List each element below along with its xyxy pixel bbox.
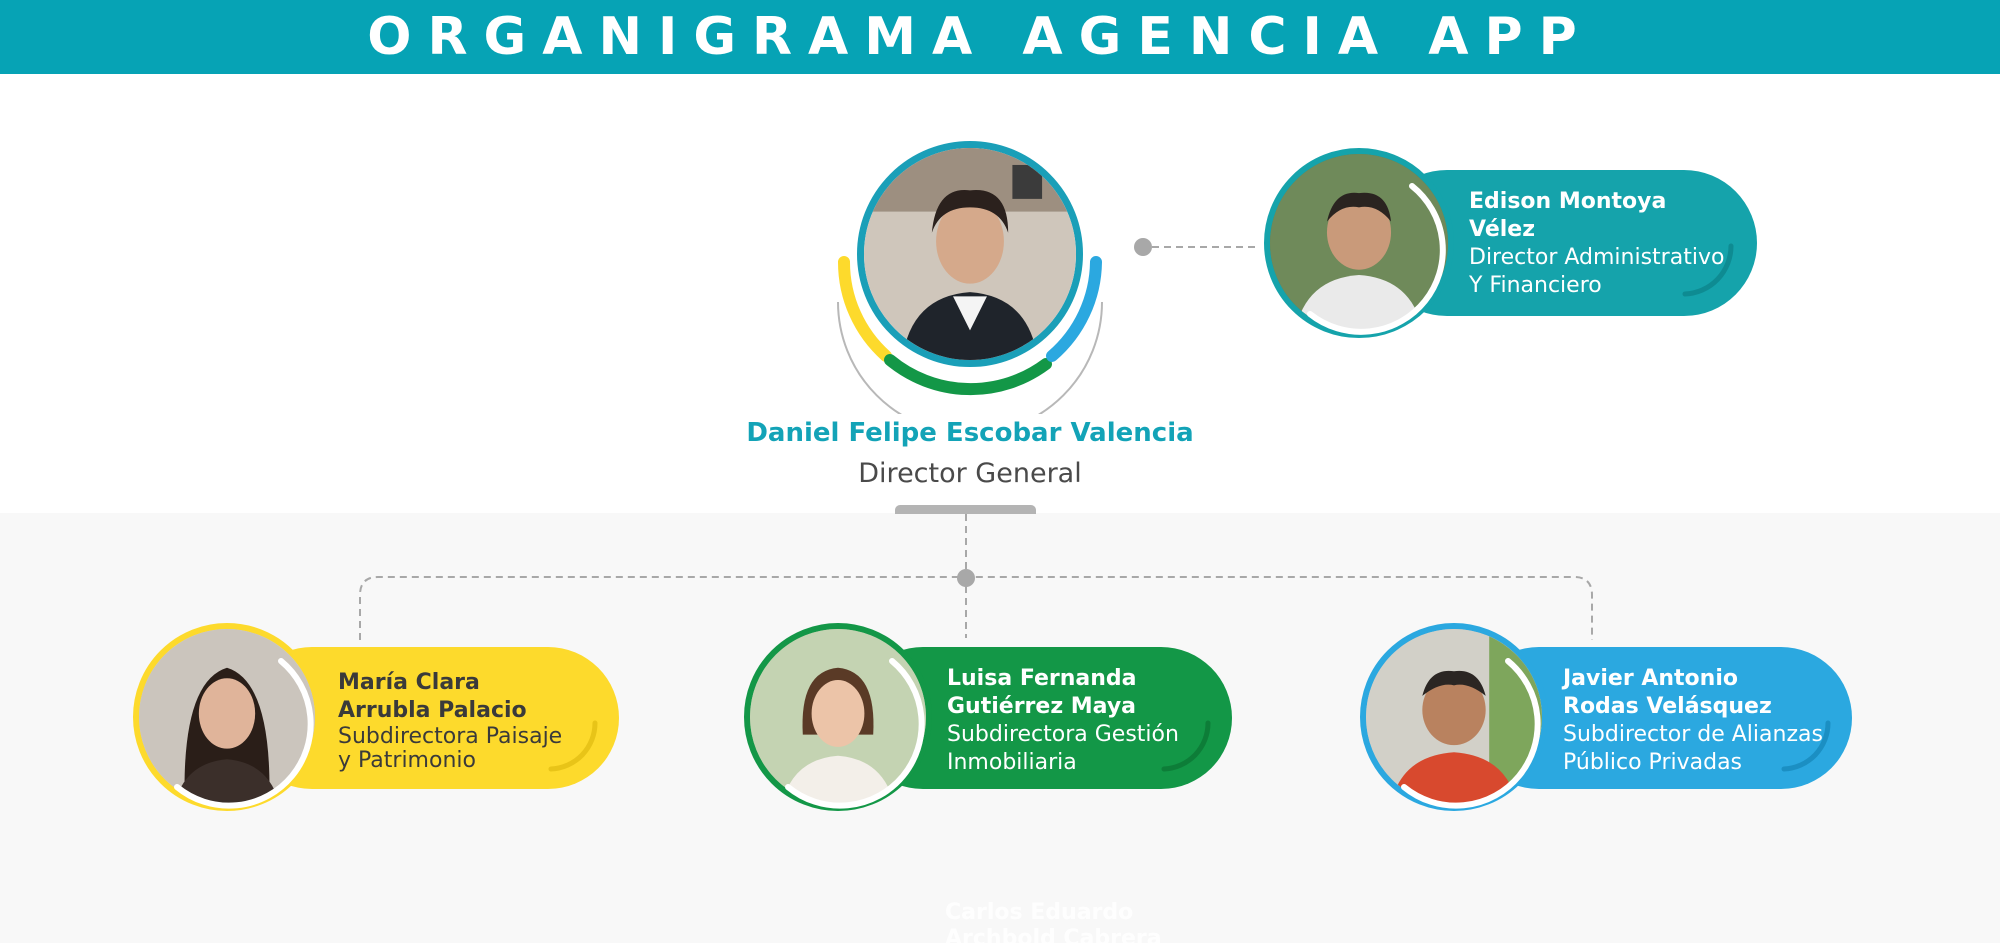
subdirector-name-line2: Rodas Velásquez [1563,694,1772,719]
director-name: Daniel Felipe Escobar Valencia [746,418,1194,448]
subdirector-text: Javier Antonio Rodas Velásquez Subdirect… [1563,665,1823,777]
director-portrait-icon [864,148,1076,360]
director-ring-arcs [837,256,1103,414]
pill-arc-icon [548,720,598,772]
partial-card-text: Carlos Eduardo Archbold Cabrera [945,900,1162,952]
branch-line [359,576,1593,640]
photo-arc-icon [1401,658,1541,809]
subdirector-card-2[interactable]: Luisa Fernanda Gutiérrez Maya Subdirecto… [744,623,1234,837]
subdirector-name-line1: Luisa Fernanda [947,666,1137,691]
staff-card[interactable]: Edison Montoya Vélez Director Administra… [1264,148,1764,360]
director-divider [895,505,1036,514]
director-role: Director General [858,458,1082,489]
pill-arc-icon [1161,720,1211,772]
director-photo [857,141,1083,367]
subdirector-card-1[interactable]: María Clara Arrubla Palacio Subdirectora… [133,623,623,837]
pill-arc-icon [1781,720,1831,772]
subdirector-card-3[interactable]: Javier Antonio Rodas Velásquez Subdirect… [1360,623,1860,837]
staff-text: Edison Montoya Vélez Director Administra… [1469,188,1724,300]
subdirector-role-line1: Subdirectora Gestión [947,722,1179,747]
subdirector-name-line1: Javier Antonio [1563,666,1738,691]
subdirector-text: Luisa Fernanda Gutiérrez Maya Subdirecto… [947,665,1179,777]
header-banner: ORGANIGRAMA AGENCIA APP [0,0,2000,74]
staff-connector-dot [1134,238,1152,256]
staff-portrait-icon [1270,154,1448,332]
subdirector-role-line1: Subdirectora Paisaje [338,724,563,749]
photo-arc-icon [174,658,314,809]
staff-name-line2: Vélez [1469,217,1536,242]
subdirector-name-line2: Gutiérrez Maya [947,694,1137,719]
subdirector-role-line1: Subdirector de Alianzas [1563,722,1823,747]
subdirector-role-line2: Público Privadas [1563,750,1743,775]
subdirector-role-line2: Inmobiliaria [947,750,1077,775]
staff-role-line1: Director Administrativo [1469,245,1725,270]
subdirector-portrait-icon [139,629,315,805]
director-card[interactable] [830,134,1110,414]
photo-arc-icon [1307,183,1446,335]
subdirector-role-line2: y Patrimonio [338,748,476,773]
photo-arc-icon [785,658,925,809]
staff-name-line1: Edison Montoya [1469,189,1667,214]
page-title: ORGANIGRAMA AGENCIA APP [367,7,1593,67]
subdirector-portrait-icon [750,629,926,805]
subdirector-name-line1: María Clara [338,670,480,695]
partial-name-line1: Carlos Eduardo [945,900,1134,925]
subdirector-name-line2: Arrubla Palacio [338,698,527,723]
partial-name-line2: Archbold Cabrera [945,926,1162,951]
subdirector-photo [744,623,932,811]
subdirector-text: María Clara Arrubla Palacio Subdirectora… [338,669,562,773]
staff-role-line2: Y Financiero [1469,273,1602,298]
pill-arc-icon [1682,243,1734,297]
